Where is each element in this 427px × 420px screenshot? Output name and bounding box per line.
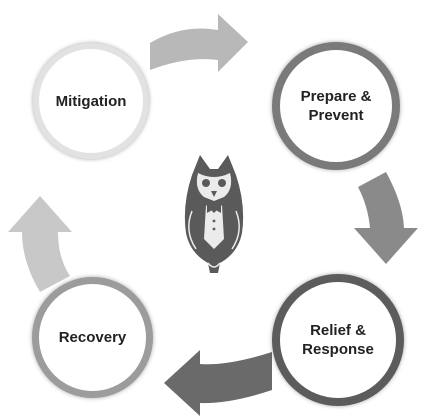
- arrow-relief-to-recovery: [164, 350, 272, 416]
- step-mitigation: Mitigation: [33, 43, 149, 159]
- step-relief-response: Relief & Response: [272, 274, 404, 406]
- owl-tail: [207, 262, 221, 268]
- owl-logo-icon: [184, 155, 244, 273]
- step-prepare-prevent: Prepare & Prevent: [272, 42, 400, 170]
- owl-shirt-front: [204, 205, 224, 249]
- owl-right-wing: [231, 210, 240, 250]
- owl-beak: [211, 191, 217, 197]
- arrow-prepare-to-relief: [354, 172, 418, 264]
- owl-right-eye: [218, 179, 226, 187]
- owl-bowtie: [207, 205, 221, 213]
- arrow-recovery-to-mitigation: [8, 196, 72, 292]
- owl-button-2: [212, 227, 216, 231]
- owl-button-1: [212, 219, 216, 223]
- step-prepare-prevent-label: Prepare & Prevent: [300, 88, 372, 124]
- step-mitigation-label: Mitigation: [55, 92, 127, 110]
- owl-left-wing: [188, 210, 197, 250]
- step-relief-response-label: Relief & Response: [302, 322, 374, 358]
- step-recovery-label: Recovery: [58, 329, 127, 346]
- owl-left-eye: [202, 179, 210, 187]
- step-recovery: Recovery: [32, 277, 153, 398]
- arrow-mitigation-to-prepare: [150, 14, 248, 72]
